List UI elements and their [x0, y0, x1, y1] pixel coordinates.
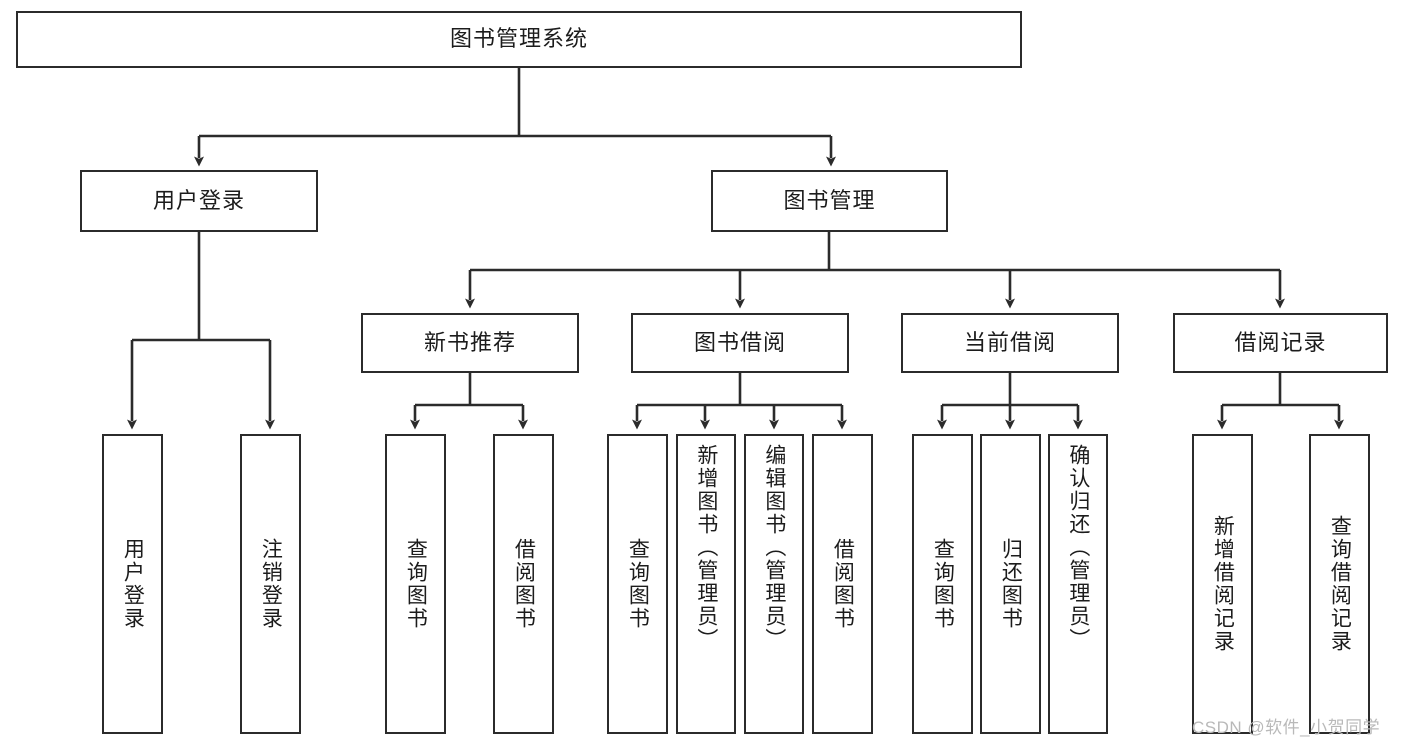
leaf-label: 用户登录: [121, 538, 145, 630]
leaf-new-book-query[interactable]: 查询图书: [385, 434, 446, 734]
node-new-book-recommend-label: 新书推荐: [423, 329, 516, 355]
node-borrow-record-label: 借阅记录: [1234, 329, 1327, 355]
leaf-record-query-record[interactable]: 查询借阅记录: [1309, 434, 1370, 734]
leaf-current-query-book[interactable]: 查询图书: [912, 434, 973, 734]
node-current-borrow-label: 当前借阅: [963, 329, 1056, 355]
leaf-user-login-logout[interactable]: 注销登录: [240, 434, 301, 734]
leaf-current-confirm-return-admin[interactable]: 确认归还（管理员）: [1048, 434, 1108, 734]
leaf-new-book-borrow[interactable]: 借阅图书: [493, 434, 554, 734]
leaf-label: 编辑图书（管理员）: [762, 444, 786, 651]
node-book-management-label: 图书管理: [783, 187, 876, 213]
node-book-borrow-label: 图书借阅: [693, 329, 786, 355]
leaf-label: 新增借阅记录: [1211, 515, 1235, 653]
leaf-borrow-edit-book-admin[interactable]: 编辑图书（管理员）: [744, 434, 804, 734]
leaf-label: 查询图书: [931, 538, 955, 630]
node-book-borrow[interactable]: 图书借阅: [631, 313, 849, 373]
node-book-management[interactable]: 图书管理: [711, 170, 948, 232]
node-new-book-recommend[interactable]: 新书推荐: [361, 313, 579, 373]
node-user-login-label: 用户登录: [152, 187, 245, 213]
node-root-label: 图书管理系统: [449, 26, 588, 52]
node-user-login[interactable]: 用户登录: [80, 170, 318, 232]
leaf-borrow-add-book-admin[interactable]: 新增图书（管理员）: [676, 434, 736, 734]
leaf-label: 查询借阅记录: [1328, 515, 1352, 653]
csdn-watermark: CSDN @软件_小贺同学: [1192, 718, 1381, 737]
leaf-record-add-record[interactable]: 新增借阅记录: [1192, 434, 1253, 734]
leaf-label: 查询图书: [404, 538, 428, 630]
node-root[interactable]: 图书管理系统: [16, 11, 1022, 68]
leaf-borrow-query-book[interactable]: 查询图书: [607, 434, 668, 734]
leaf-label: 注销登录: [259, 538, 283, 630]
leaf-label: 借阅图书: [831, 538, 855, 630]
leaf-label: 归还图书: [999, 538, 1023, 630]
leaf-label: 借阅图书: [512, 538, 536, 630]
leaf-user-login-login[interactable]: 用户登录: [102, 434, 163, 734]
leaf-label: 查询图书: [626, 538, 650, 630]
node-current-borrow[interactable]: 当前借阅: [901, 313, 1119, 373]
leaf-borrow-borrow-book[interactable]: 借阅图书: [812, 434, 873, 734]
leaf-current-return-book[interactable]: 归还图书: [980, 434, 1041, 734]
node-borrow-record[interactable]: 借阅记录: [1173, 313, 1388, 373]
leaf-label: 新增图书（管理员）: [694, 444, 718, 651]
leaf-label: 确认归还（管理员）: [1066, 444, 1090, 651]
